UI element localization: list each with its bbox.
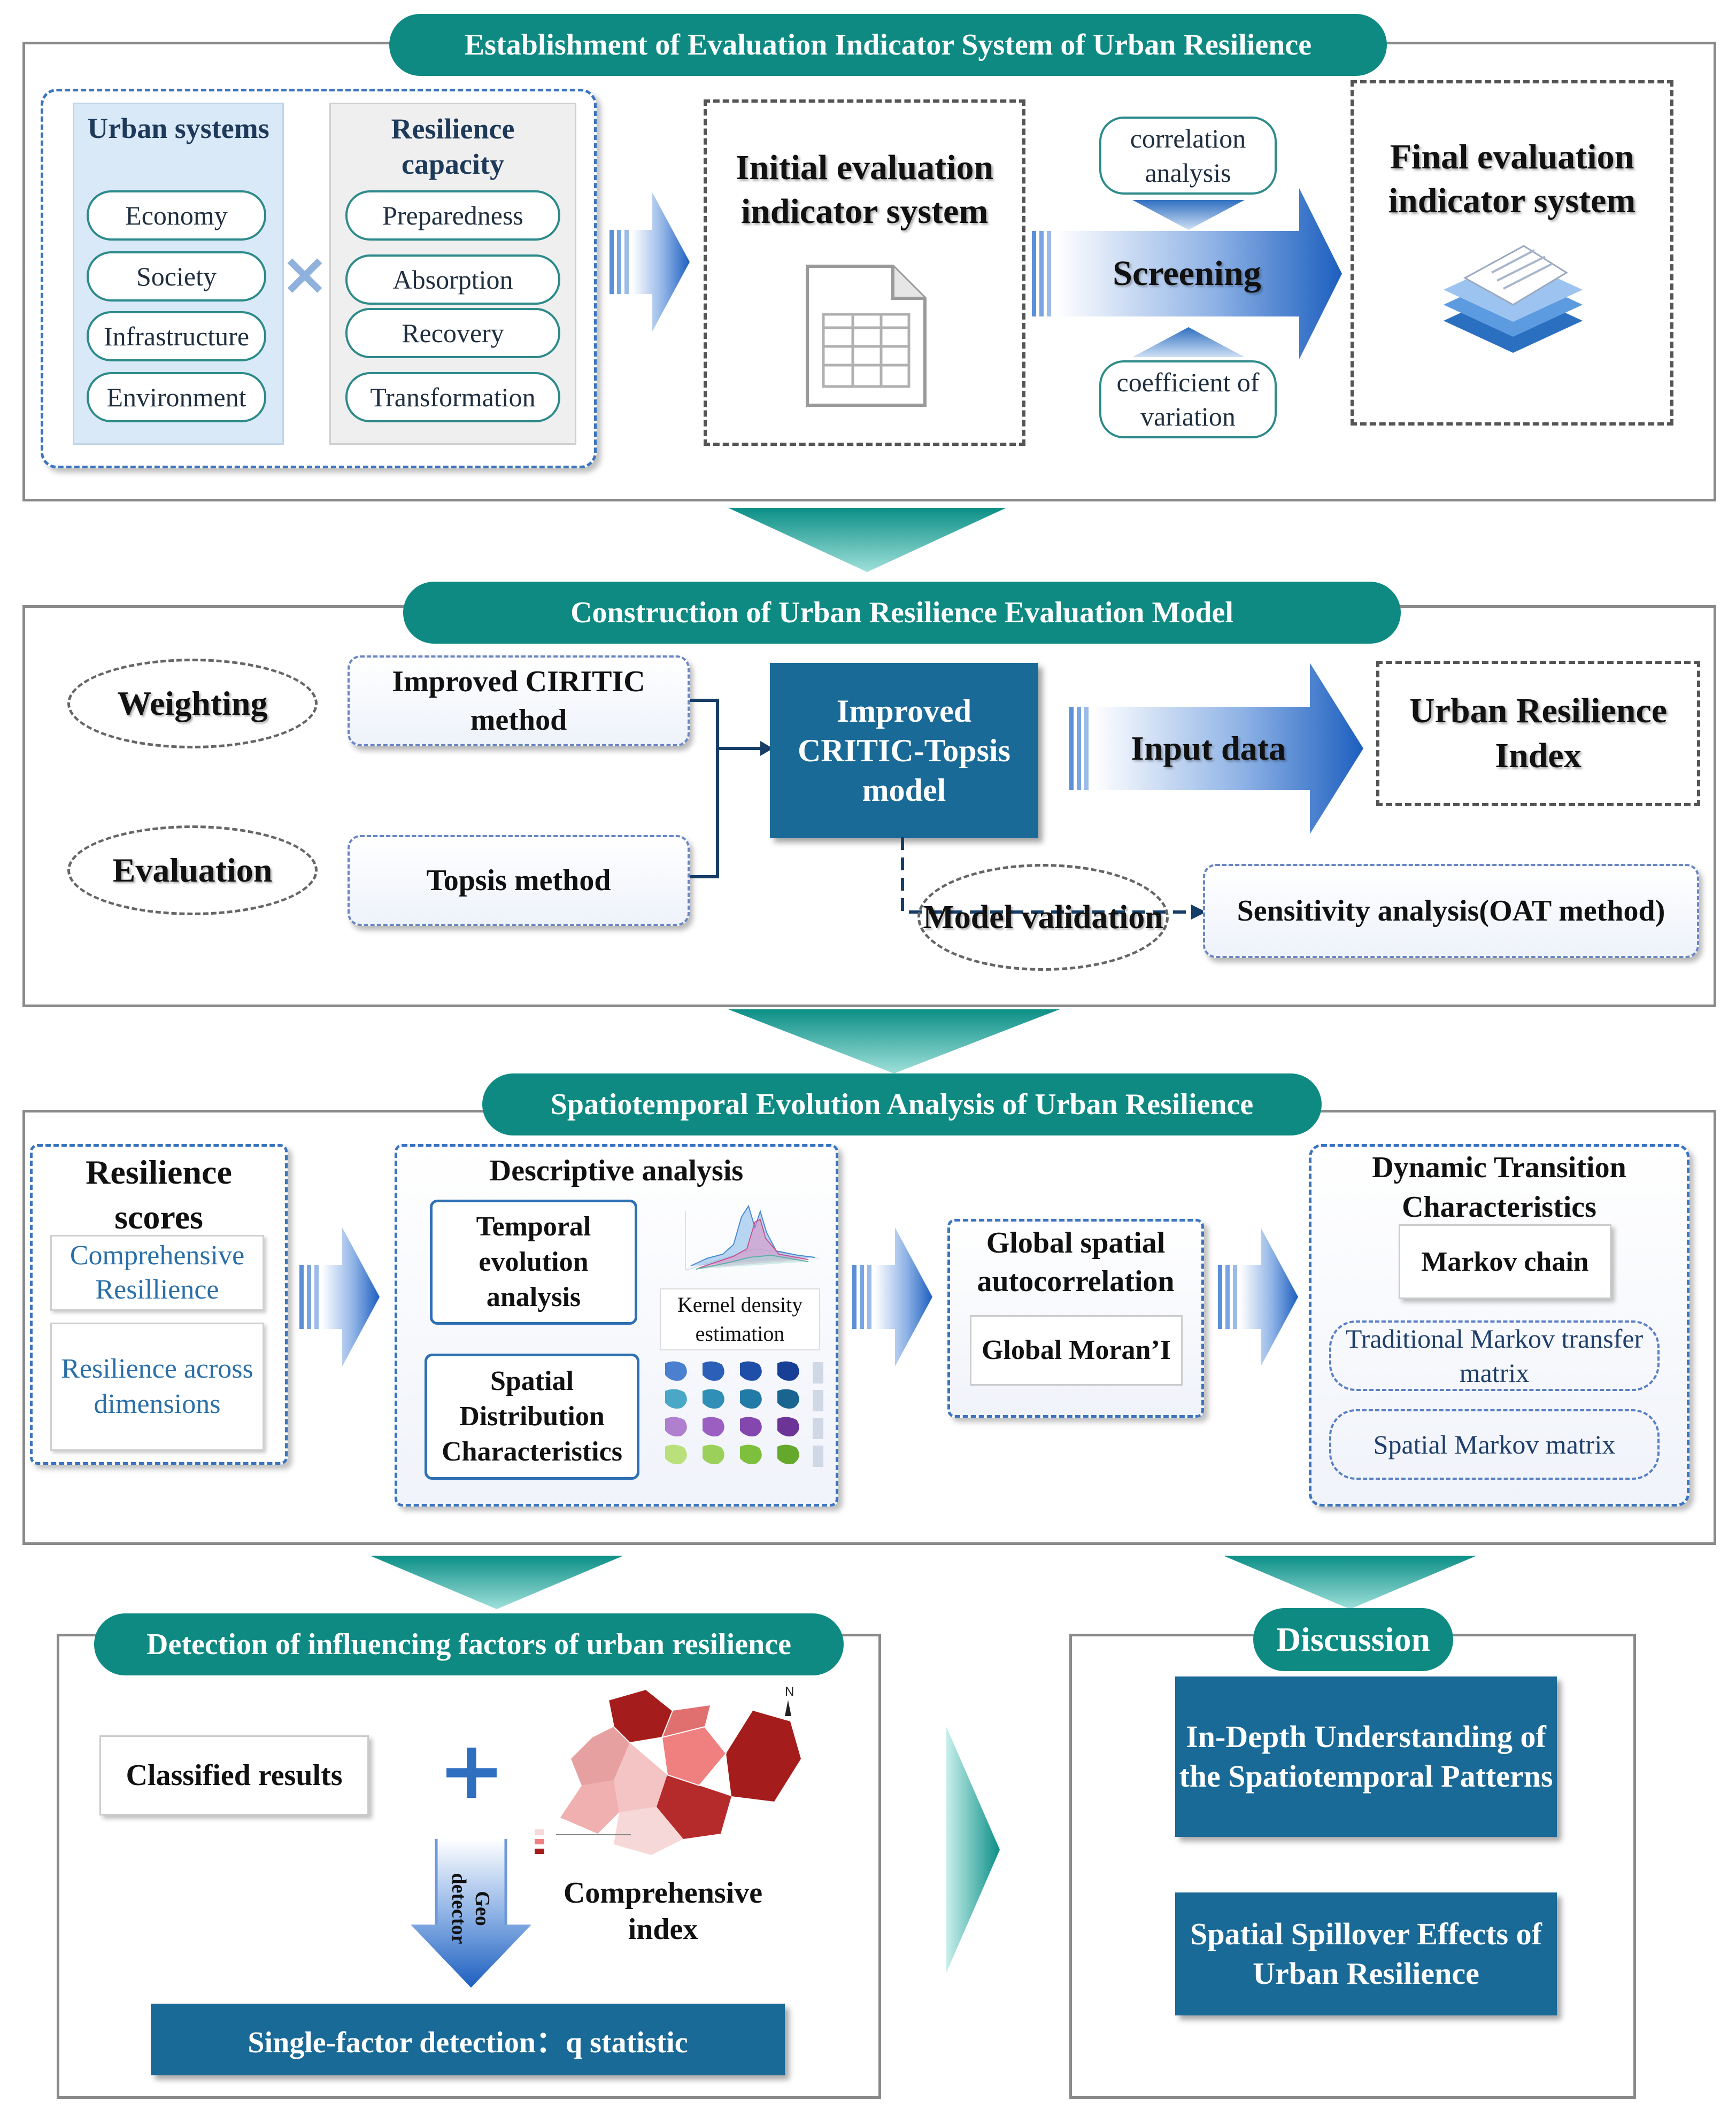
right-arrow-icon xyxy=(609,192,690,331)
svg-text:N: N xyxy=(785,1685,794,1699)
discussion-item-spillover: Spatial Spillover Effects of Urban Resil… xyxy=(1175,1892,1557,2015)
temporal-evolution-box: Temporal evolution analysis xyxy=(430,1200,637,1325)
evaluation-ellipse: Evaluation xyxy=(67,825,318,915)
discussion-item-spatiotemporal: In-Depth Understanding of the Spatiotemp… xyxy=(1175,1676,1557,1837)
kernel-density-chart-icon xyxy=(685,1204,820,1271)
urban-system-item: Society xyxy=(87,251,266,302)
geo-detector-label: Geo detector xyxy=(447,1873,493,1944)
final-system-label: Final evaluation indicator system xyxy=(1388,137,1636,220)
global-autocorrelation-heading: Global spatial autocorrelation xyxy=(977,1226,1175,1298)
spreadsheet-icon xyxy=(806,265,927,407)
single-factor-detection-box: Single-factor detection：q statistic xyxy=(151,2004,785,2075)
resilience-capacity-item: Transformation xyxy=(345,372,560,422)
input-data-arrow xyxy=(1069,663,1363,834)
markov-chain-box: Markov chain xyxy=(1399,1224,1611,1299)
spatial-distribution-box: Spatial Distribution Characteristics xyxy=(425,1354,639,1480)
improved-critic-box: Improved CIRITIC method xyxy=(348,655,690,746)
screening-label: Screening xyxy=(1113,254,1261,293)
weighting-ellipse: Weighting xyxy=(67,659,318,748)
multiply-icon: × xyxy=(280,239,330,308)
classified-results-box: Classified results xyxy=(99,1735,369,1815)
resilience-capacity-item: Absorption xyxy=(345,254,560,305)
urban-resilience-index-box xyxy=(1376,661,1700,806)
down-arrow-icon xyxy=(1223,1556,1477,1609)
section2-title: Construction of Urban Resilience Evaluat… xyxy=(403,582,1401,644)
down-arrow-icon xyxy=(370,1556,623,1609)
resilience-capacity-item: Preparedness xyxy=(345,190,560,241)
up-triangle-icon xyxy=(1132,327,1245,357)
urban-system-item: Economy xyxy=(87,190,266,241)
down-arrow-icon xyxy=(728,1009,1060,1073)
spatial-markov-box: Spatial Markov matrix xyxy=(1329,1409,1660,1480)
urban-system-item: Environment xyxy=(87,372,266,422)
section4-title: Detection of influencing factors of urba… xyxy=(94,1613,844,1675)
global-moran-box: Global Moran’I xyxy=(970,1315,1183,1386)
map-legend-icon xyxy=(535,1829,631,1854)
resilience-capacity-heading: Resilience capacity xyxy=(391,113,515,180)
right-arrow-icon xyxy=(299,1227,380,1366)
region-map-icon: N xyxy=(560,1685,801,1855)
comprehensive-index-label: Comprehensive index xyxy=(563,1876,763,1946)
critic-topsis-model-box: Improved CRITIC-Topsis model xyxy=(770,663,1038,838)
model-validation-ellipse: Model validation xyxy=(917,864,1169,971)
comprehensive-resilience-box: Comprehensive Resillience xyxy=(50,1235,264,1311)
down-triangle-icon xyxy=(1132,200,1245,230)
right-arrow-icon xyxy=(852,1227,932,1366)
small-maps-grid-icon xyxy=(665,1361,823,1467)
section3-title: Spatiotemporal Evolution Analysis of Urb… xyxy=(482,1073,1322,1135)
resilience-scores-container xyxy=(30,1144,288,1465)
section1-title: Establishment of Evaluation Indicator Sy… xyxy=(389,14,1387,76)
urban-systems-heading: Urban systems xyxy=(87,112,269,144)
sensitivity-analysis-box: Sensitivity analysis(OAT method) xyxy=(1203,864,1699,958)
screening-arrow xyxy=(1032,188,1342,359)
urban-system-item: Infrastructure xyxy=(87,311,266,361)
geo-detector-arrow xyxy=(411,1839,531,1988)
resilience-scores-heading: Resilience scores xyxy=(86,1153,232,1236)
topsis-box: Topsis method xyxy=(348,835,690,926)
down-arrow-icon xyxy=(728,508,1006,572)
connector-lines xyxy=(690,699,773,878)
input-data-label: Input data xyxy=(1131,729,1286,767)
resilience-capacity-item: Recovery xyxy=(345,308,560,358)
correlation-analysis-box: correlation analysis xyxy=(1099,117,1277,195)
plus-icon: + xyxy=(438,1724,505,1817)
right-arrow-icon xyxy=(946,1727,1000,1973)
kernel-density-label: Kernel density estimation xyxy=(660,1288,820,1350)
urban-resilience-index-label: Urban Resilience Index xyxy=(1409,691,1668,775)
descriptive-analysis-heading: Descriptive analysis xyxy=(489,1154,744,1187)
right-arrow-icon xyxy=(1218,1227,1298,1366)
traditional-markov-box: Traditional Markov transfer matrix xyxy=(1329,1320,1660,1391)
document-stack-icon xyxy=(1444,245,1583,353)
dynamic-transition-container xyxy=(1309,1144,1689,1506)
initial-system-label: Initial evaluation indicator system xyxy=(735,148,994,231)
resilience-dimensions-box: Resilience across dimensions xyxy=(50,1323,264,1451)
dynamic-transition-heading: Dynamic Transition Characteristics xyxy=(1372,1151,1626,1224)
coefficient-variation-box: coefficient of variation xyxy=(1099,360,1277,438)
section5-title: Discussion xyxy=(1253,1608,1453,1671)
